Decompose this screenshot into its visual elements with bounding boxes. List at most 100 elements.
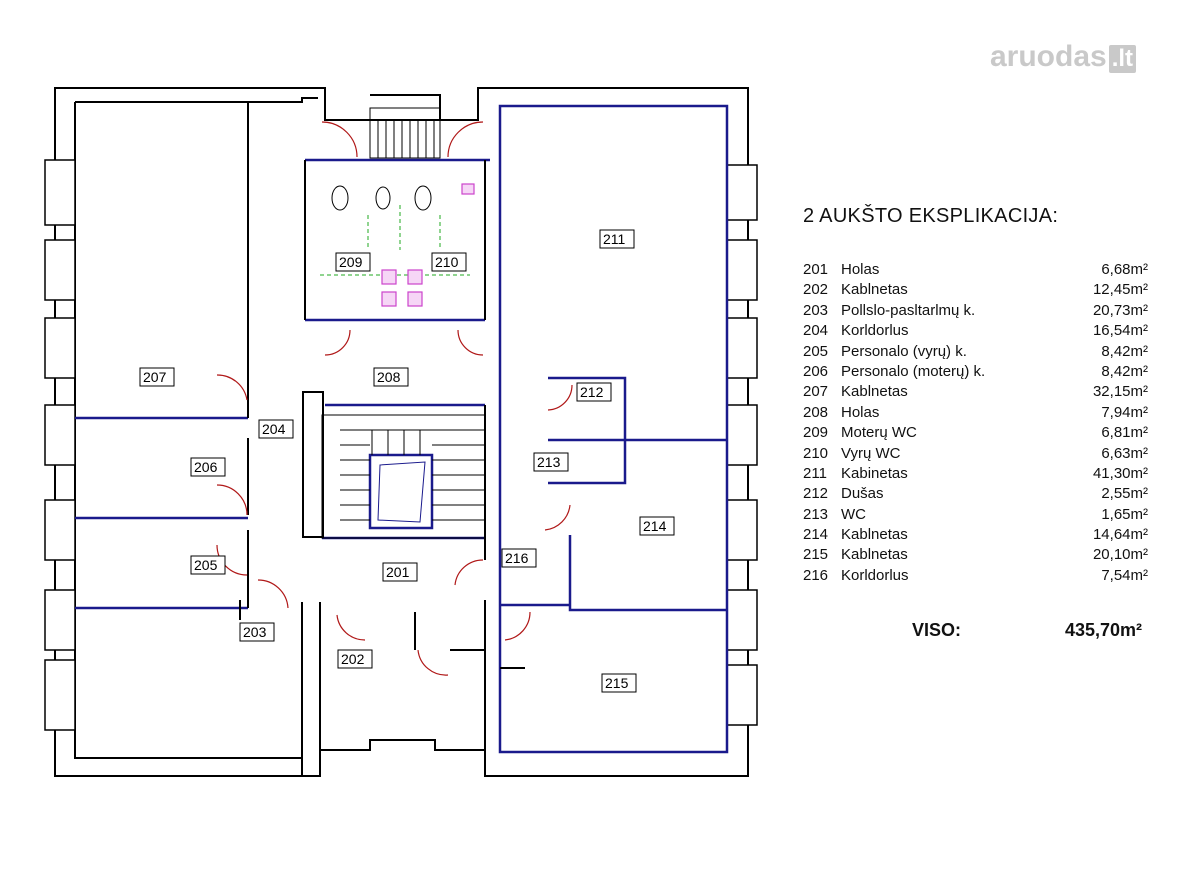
legend-row: 216 Korldorlus 7,54m²	[803, 566, 1148, 586]
legend-row-name: Kablnetas	[841, 546, 908, 564]
legend-row-name: Holas	[841, 261, 880, 278]
room-label-215: 215	[601, 673, 637, 693]
doors	[216, 121, 573, 676]
room-label-208: 208	[373, 367, 409, 387]
legend-row-name: Personalo (vyrų) k.	[841, 342, 967, 360]
legend-row-area: 2,55m²	[1101, 485, 1148, 503]
room-label-204: 204	[258, 419, 294, 439]
total-value: 435,70m²	[1064, 620, 1142, 640]
legend-row-name: Personalo (moterų) k.	[841, 362, 986, 380]
legend-row-name: Dušas	[841, 485, 884, 503]
legend-total: VISO: 435,70m²	[912, 620, 1142, 641]
svg-text:208: 208	[377, 369, 401, 385]
floor-plan: 211 209 210 207 208 212 204 213 206 214 …	[44, 87, 758, 777]
legend-row-name: Korldorlus	[841, 566, 909, 584]
legend-row-code: 204	[803, 322, 829, 340]
legend-row-area: 20,10m²	[1092, 546, 1148, 564]
room-labels: 211 209 210 207 208 212 204 213 206 214 …	[139, 229, 675, 693]
legend-row: 203 Pollslo-pasltarlmų k. 20,73m²	[803, 301, 1148, 321]
legend-row-area: 6,68m²	[1101, 261, 1148, 278]
svg-text:215: 215	[605, 675, 629, 691]
legend-row: 214 Kablnetas 14,64m²	[803, 525, 1148, 545]
legend-row-code: 208	[803, 403, 829, 421]
room-label-206: 206	[190, 457, 226, 477]
svg-text:206: 206	[194, 459, 218, 475]
svg-text:202: 202	[341, 651, 365, 667]
legend-row-code: 206	[803, 362, 829, 380]
windows	[44, 159, 758, 731]
svg-text:209: 209	[339, 254, 363, 270]
legend-row-name: Kablnetas	[841, 281, 908, 299]
legend-row-area: 8,42m²	[1101, 362, 1148, 380]
legend-row-area: 1,65m²	[1101, 505, 1148, 523]
room-label-216: 216	[501, 548, 537, 568]
legend-row-code: 210	[803, 444, 829, 462]
room-label-211: 211	[599, 229, 635, 249]
watermark-brand: aruodas	[990, 40, 1107, 73]
legend-title: 2 AUKŠTO EKSPLIKACIJA:	[803, 205, 1059, 227]
exterior-walls	[54, 87, 749, 777]
legend-row-name: Holas	[841, 403, 880, 421]
room-label-212: 212	[576, 382, 612, 402]
svg-text:214: 214	[643, 518, 667, 534]
legend-row-area: 41,30m²	[1092, 464, 1148, 482]
room-label-202: 202	[337, 649, 373, 669]
room-label-209: 209	[335, 252, 371, 272]
wc-fixtures	[320, 185, 470, 276]
legend-row-code: 211	[803, 464, 827, 482]
legend-row-area: 6,63m²	[1101, 444, 1148, 462]
partitions	[75, 104, 729, 754]
legend-row-code: 212	[803, 485, 829, 503]
legend-row-code: 203	[803, 301, 829, 319]
legend-row-code: 209	[803, 424, 829, 442]
watermark-logo: aruodas.lt	[990, 40, 1137, 74]
room-label-203: 203	[239, 622, 275, 642]
svg-text:205: 205	[194, 557, 218, 573]
legend-row-name: WC	[841, 505, 866, 523]
legend-row-area: 6,81m²	[1101, 424, 1148, 442]
legend-row-area: 12,45m²	[1092, 281, 1148, 299]
legend-row: 211 Kabinetas 41,30m²	[803, 464, 1148, 484]
room-label-214: 214	[639, 516, 675, 536]
legend-row-area: 14,64m²	[1092, 526, 1148, 544]
legend-row-area: 20,73m²	[1092, 301, 1148, 319]
svg-text:210: 210	[435, 254, 459, 270]
room-label-213: 213	[533, 452, 569, 472]
svg-text:204: 204	[262, 421, 286, 437]
legend-row-name: Vyrų WC	[841, 444, 901, 462]
legend-row-area: 7,54m²	[1101, 566, 1148, 584]
legend-row-code: 216	[803, 566, 829, 584]
legend-row-area: 8,42m²	[1101, 342, 1148, 360]
svg-text:203: 203	[243, 624, 267, 640]
svg-text:211: 211	[603, 231, 626, 247]
legend-row-name: Korldorlus	[841, 322, 909, 340]
legend-row: 206 Personalo (moterų) k. 8,42m²	[803, 362, 1148, 382]
legend-row: 212 Dušas 2,55m²	[803, 484, 1148, 504]
legend-row: 208 Holas 7,94m²	[803, 403, 1148, 423]
room-label-201: 201	[382, 562, 418, 582]
svg-text:213: 213	[537, 454, 561, 470]
legend-row-name: Kabinetas	[841, 464, 908, 482]
total-label: VISO:	[912, 620, 962, 640]
legend-row-code: 201	[803, 261, 829, 278]
legend-row: 201 Holas 6,68m²	[803, 260, 1148, 280]
room-label-210: 210	[431, 252, 467, 272]
legend-row-code: 213	[803, 505, 829, 523]
legend-row-code: 202	[803, 281, 829, 299]
legend-row-name: Kablnetas	[841, 526, 908, 544]
legend-row-name: Pollslo-pasltarlmų k.	[841, 301, 976, 319]
sinks	[381, 183, 475, 307]
legend-row: 210 Vyrų WC 6,63m²	[803, 444, 1148, 464]
legend-row-area: 7,94m²	[1101, 403, 1148, 421]
interior-walls	[239, 94, 525, 776]
svg-text:201: 201	[386, 564, 410, 580]
room-label-207: 207	[139, 367, 175, 387]
svg-text:216: 216	[505, 550, 529, 566]
stairs	[321, 107, 486, 539]
legend-row-code: 214	[803, 526, 829, 544]
